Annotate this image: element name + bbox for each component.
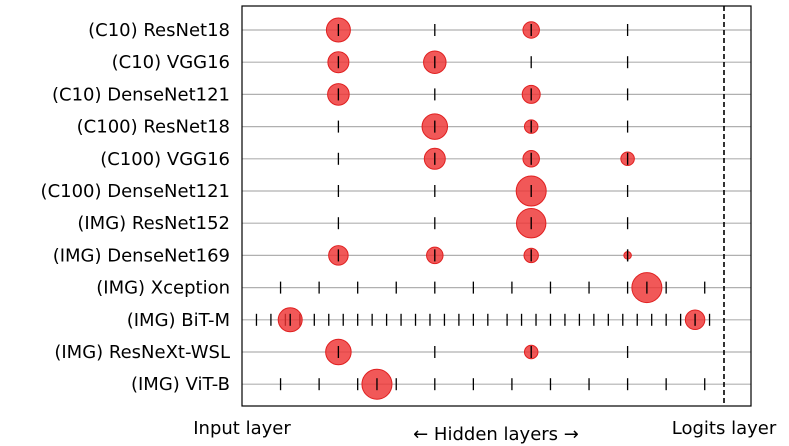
row-gridlines xyxy=(242,29,751,385)
row-label: (C10) VGG16 xyxy=(112,52,230,73)
row-label: (C100) VGG16 xyxy=(100,149,230,170)
row-label: (C10) DenseNet121 xyxy=(52,84,230,105)
bubble-markers xyxy=(277,17,706,400)
row-labels: (C10) ResNet18 (C10) VGG16 (C10) DenseNet1… xyxy=(41,20,230,395)
row-label: (IMG) BiT-M xyxy=(127,310,230,331)
row-label: (IMG) ViT-B xyxy=(131,374,230,395)
x-label-input-layer: Input layer xyxy=(193,418,291,439)
row-label: (IMG) Xception xyxy=(96,278,230,299)
plot-frame xyxy=(241,5,752,407)
row-label: (C100) ResNet18 xyxy=(77,117,230,138)
x-label-logits-layer: Logits layer xyxy=(672,418,777,439)
row-label: (C100) DenseNet121 xyxy=(41,181,230,202)
row-label: (IMG) ResNet152 xyxy=(77,213,230,234)
row-label: (IMG) ResNeXt-WSL xyxy=(54,342,230,363)
x-label-hidden-layers: ← Hidden layers → xyxy=(413,424,579,445)
row-label: (IMG) DenseNet169 xyxy=(53,245,230,266)
row-label: (C10) ResNet18 xyxy=(88,20,230,41)
layer-ticks xyxy=(255,24,711,391)
